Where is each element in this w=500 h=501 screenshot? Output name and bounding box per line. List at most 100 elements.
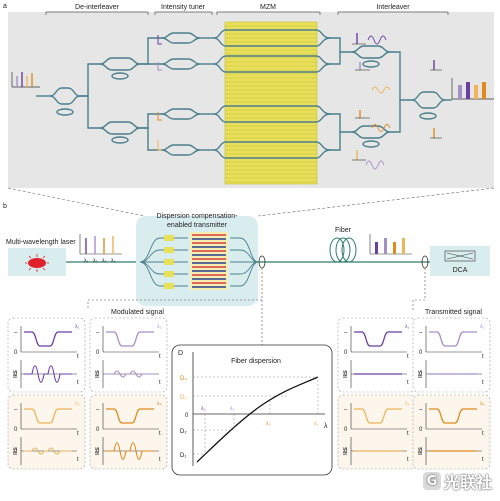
pulse-minus-tick: –: [344, 407, 348, 413]
lambda-3-label: λ₃: [102, 258, 107, 264]
d3-level: D₃: [180, 395, 187, 401]
transmitter-chip: [139, 232, 259, 290]
signal-panel-frame: [412, 394, 491, 470]
waveguide: [80, 95, 100, 129]
ifs-t-label: t: [482, 380, 484, 386]
chip-tuner: [164, 271, 174, 277]
ifs-t-label: t: [482, 457, 484, 463]
pulse-t-label: t: [407, 354, 409, 360]
signal-panel-frame: [89, 394, 168, 470]
ifs-t-label: t: [77, 380, 79, 386]
ifs-t-label: t: [407, 457, 409, 463]
pulse-minus-tick: –: [344, 330, 348, 336]
ifs-label: IFS: [95, 370, 101, 378]
curve-lambda-2: λ₂: [230, 406, 235, 412]
modulated-signal-label: Modulated signal: [111, 309, 164, 316]
ring-resonator: [362, 60, 380, 68]
signal-panel-frame: [412, 317, 491, 393]
mzm-arm: [213, 105, 331, 115]
ifs-zero-tick: 0: [344, 449, 348, 455]
ifs-zero-tick: 0: [96, 372, 100, 378]
ifs-label: IFS: [418, 370, 424, 378]
signal-panels: λ₁–0tIFS0tλ₂–0tIFS0tλ₃–0tIFS0tλ₄–0tIFS0t…: [7, 317, 491, 470]
ifs-waveform: [24, 447, 72, 455]
d1-level: D₁: [180, 453, 186, 459]
signal-panel-lambda: λ₄: [480, 401, 485, 407]
waveguide-arm: [161, 32, 201, 39]
pulse-t-label: t: [482, 431, 484, 437]
signal-panel-lambda: λ₃: [75, 401, 80, 407]
ifs-t-label: t: [159, 457, 161, 463]
section-mzm-label: MZM: [260, 4, 276, 11]
photonic-circuit: [36, 29, 452, 159]
pulse-minus-tick: –: [419, 407, 423, 413]
transmitter-label-line1: Dispersion compensation-: [157, 213, 239, 220]
chip-mzm: [190, 232, 228, 290]
ifs-label: IFS: [418, 447, 424, 455]
ifs-zero-tick: 0: [344, 372, 348, 378]
fiber-label: Fiber: [335, 227, 352, 234]
laser-icon: [25, 254, 49, 272]
signal-panel-frame: [7, 394, 86, 470]
mzm-arm: [213, 29, 331, 39]
chip-tuner: [164, 247, 174, 253]
mzm-arm: [213, 55, 331, 65]
zoom-lines: [7, 187, 495, 217]
waveguide-arm: [351, 51, 391, 59]
panel-a-letter: a: [3, 3, 7, 10]
signal-panel-lambda: λ₄: [157, 401, 162, 407]
dca-screen: [444, 250, 476, 262]
waveguide-arm: [99, 57, 141, 65]
watermark-text: 光联社: [443, 473, 492, 492]
pulse-t-label: t: [159, 354, 161, 360]
ifs-waveform: [24, 365, 72, 383]
waveguide-arm: [161, 108, 201, 115]
ifs-waveform: [106, 442, 154, 460]
waveguide-arm: [411, 99, 446, 109]
dispersion-curve: [196, 376, 319, 463]
pulse-zero-tick: 0: [419, 427, 423, 433]
axis-d-label: D: [178, 350, 183, 357]
pulse-zero-tick: 0: [14, 427, 18, 433]
pulse-minus-tick: –: [14, 407, 18, 413]
output-spectra: [352, 33, 442, 170]
pulse-t-label: t: [407, 431, 409, 437]
laser-label: Multi-wavelength laser: [6, 239, 76, 246]
signal-panel-frame: [337, 317, 416, 393]
d4-level: D₄: [180, 376, 187, 382]
transmitted-spectrum: [369, 234, 412, 255]
ifs-label: IFS: [343, 370, 349, 378]
ifs-zero-tick: 0: [419, 449, 423, 455]
transmitter-label-line2: enabled transmitter: [167, 222, 228, 229]
waveguide: [330, 132, 341, 151]
chip-waveguide: [139, 261, 188, 287]
signal-panel-frame: [7, 317, 86, 393]
dca-label: DCA: [453, 267, 468, 274]
ifs-waveform: [106, 370, 154, 378]
pulse-waveform: [354, 331, 402, 347]
pulse-zero-tick: 0: [96, 427, 100, 433]
waveguide: [330, 37, 352, 53]
ring-resonator: [111, 136, 129, 144]
signal-panel-lambda: λ₂: [157, 324, 162, 330]
section-interleaver-label: Interleaver: [376, 4, 410, 11]
mzm-arm: [213, 141, 331, 151]
input-spectrum-b: [79, 234, 122, 255]
waveguide-arm: [161, 37, 201, 44]
signal-panel-frame: [89, 317, 168, 393]
waveguide-arm: [351, 125, 391, 133]
pulse-zero-tick: 0: [344, 427, 348, 433]
pulse-waveform: [106, 408, 154, 424]
fiber-coil: [329, 237, 357, 263]
waveguide: [390, 51, 412, 101]
section-deinterleaver-label: De-interleaver: [75, 4, 120, 11]
ifs-label: IFS: [343, 447, 349, 455]
waveguide-arm: [99, 121, 141, 129]
mzm-arm: [213, 113, 331, 123]
eye-diagram-icon: [446, 252, 474, 260]
chip-tuner: [164, 259, 174, 265]
